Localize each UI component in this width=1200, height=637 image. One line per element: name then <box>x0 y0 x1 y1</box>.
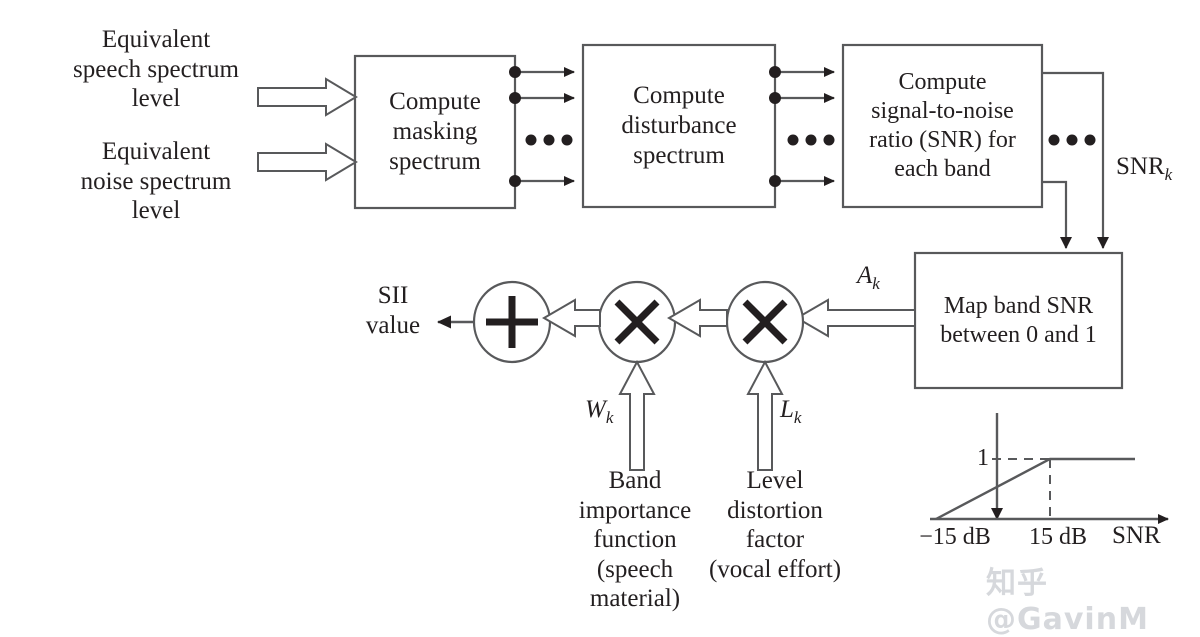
signal-snr-base: SNR <box>1116 153 1165 180</box>
block-masking-rect <box>353 54 517 210</box>
inset-chart <box>930 413 1169 524</box>
ellipsis-dots-1 <box>525 134 573 146</box>
connectors-masking-to-disturbance <box>509 66 575 187</box>
zhihu-watermark: 知乎 @GavinM <box>986 566 1149 637</box>
signal-l-sub: k <box>793 408 802 427</box>
ellipsis-dots-3 <box>1048 134 1096 146</box>
diagram-canvas <box>257 43 1169 524</box>
connectors-disturbance-to-snr <box>769 66 835 187</box>
input-arrow-noise <box>257 142 358 182</box>
chart-xaxis-label: SNR <box>1112 522 1161 549</box>
arrow-lk-into-multiply <box>746 359 784 471</box>
block-map-rect <box>913 251 1124 390</box>
block-disturbance-rect <box>581 43 777 209</box>
connector-snr-bottom-to-map <box>1042 180 1072 249</box>
signal-label-l-k: Lk <box>780 396 801 428</box>
signal-label-a-k: Ak <box>857 262 880 294</box>
op-sum-circle <box>472 280 552 364</box>
connector-snr-top-to-map <box>1042 71 1109 249</box>
signal-label-w-k: Wk <box>585 396 613 428</box>
chart-ytick-1: 1 <box>977 445 989 471</box>
signal-w-base: W <box>585 396 606 423</box>
signal-a-sub: k <box>872 274 880 293</box>
arrow-mull-to-mulw <box>667 298 728 338</box>
arrow-mulw-to-sum <box>542 298 601 338</box>
op-mul-w-circle <box>597 280 677 364</box>
signal-l-base: L <box>780 396 794 423</box>
chart-xtick-pos15: 15 dB <box>1028 524 1087 550</box>
signal-w-sub: k <box>605 408 614 427</box>
signal-a-base: A <box>857 262 873 289</box>
arrow-wk-into-multiply <box>618 359 656 471</box>
op-mul-l-circle <box>725 280 805 364</box>
block-snr-rect <box>841 43 1044 209</box>
ellipsis-dots-2 <box>787 134 835 146</box>
signal-snr-sub: k <box>1164 165 1173 184</box>
signal-label-snr-k: SNRk <box>1116 153 1172 185</box>
arrow-ak-map-to-multiply <box>795 298 916 338</box>
input-arrow-speech <box>257 77 358 117</box>
chart-xtick-neg15: −15 dB <box>919 524 991 550</box>
